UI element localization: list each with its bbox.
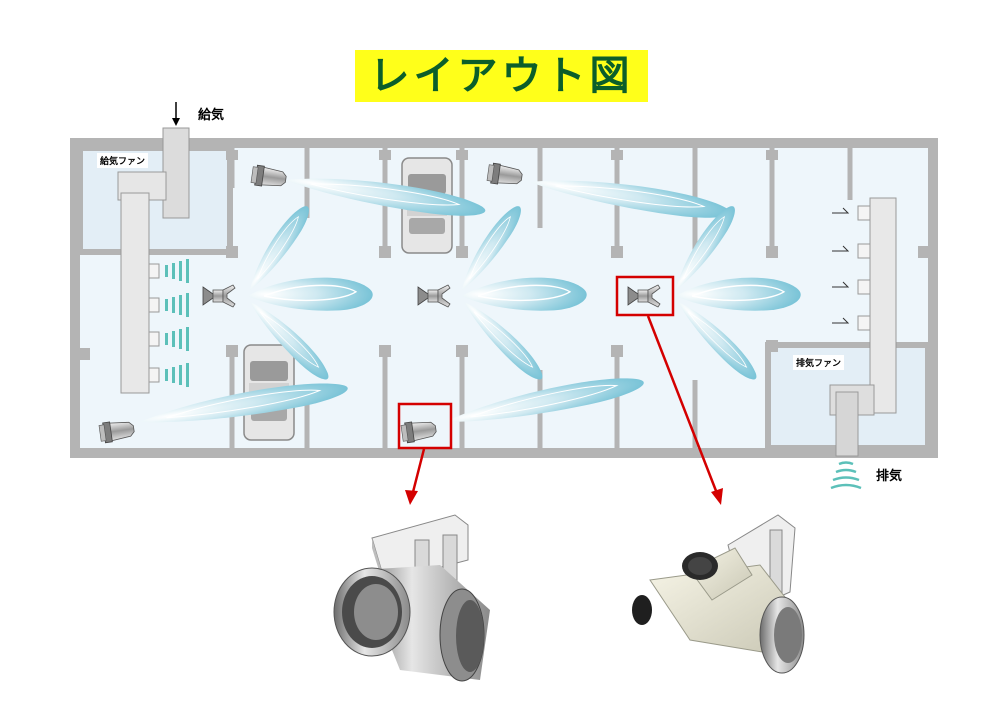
supply-fan-unit bbox=[117, 102, 190, 394]
induction-nozzle-photo bbox=[632, 514, 805, 674]
supply-air-label: 給気 bbox=[198, 108, 225, 123]
exhaust-fan-unit bbox=[829, 197, 897, 490]
highlight-callouts bbox=[397, 275, 723, 505]
exhaust-fan-label: 排気ファン bbox=[793, 355, 845, 370]
diagram-title: レイアウト図 bbox=[355, 50, 648, 102]
jet-nozzle-photo bbox=[333, 514, 490, 682]
supply-fan-label: 給気ファン bbox=[97, 153, 149, 168]
exhaust-air-label: 排気 bbox=[876, 469, 903, 484]
